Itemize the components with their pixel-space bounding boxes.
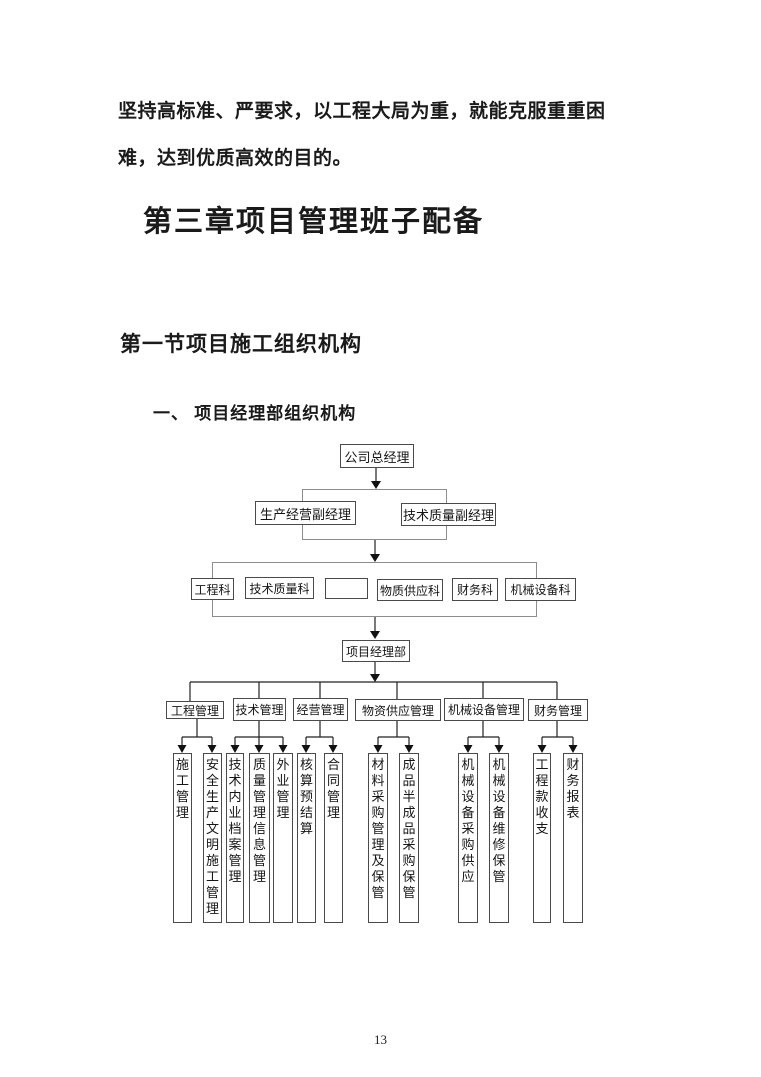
org-box-department	[325, 578, 368, 599]
org-box-department: 技术质量科	[245, 577, 314, 599]
org-box-management-group: 物资供应管理	[355, 699, 441, 721]
org-box-project-department: 项目经理部	[342, 640, 410, 662]
org-box-department: 机械设备科	[505, 578, 576, 601]
body-paragraph: 坚持高标准、严要求，以工程大局为重，就能克服重重困难，达到优质高效的目的。	[118, 101, 606, 169]
page-number: 13	[374, 1032, 387, 1047]
org-box-general-manager: 公司总经理	[340, 444, 414, 468]
org-box-function: 施工管理	[173, 753, 192, 923]
org-box-management-group: 机械设备管理	[444, 698, 524, 721]
org-box-management-group: 技术管理	[233, 698, 286, 721]
org-box-function: 安全生产文明施工管理	[203, 753, 222, 923]
org-box-department: 财务科	[452, 578, 498, 601]
org-box-function: 技术内业档案管理	[226, 753, 244, 923]
org-box-deputy-technical: 技术质量副经理	[401, 503, 496, 526]
org-box-department: 物质供应科	[377, 579, 443, 601]
org-box-function: 机械设备维修保管	[489, 753, 509, 923]
org-box-function: 财务报表	[563, 753, 583, 923]
org-box-management-group: 工程管理	[166, 701, 224, 719]
org-box-department: 工程科	[191, 578, 234, 600]
org-box-function: 工程款收支	[533, 753, 551, 923]
org-box-function: 机械设备采购供应	[458, 753, 478, 923]
org-box-function: 质量管理信息管理	[249, 753, 270, 923]
org-box-function: 材料采购管理及保管	[368, 753, 388, 923]
org-box-function: 核算预结算	[297, 753, 316, 923]
org-box-function: 合同管理	[324, 753, 343, 923]
org-box-function: 外业管理	[273, 753, 293, 923]
org-box-function: 成品半成品采购保管	[399, 753, 419, 923]
org-box-management-group: 财务管理	[528, 699, 588, 721]
org-box-management-group: 经营管理	[293, 698, 348, 721]
section-heading: 第一节项目施工组织机构	[120, 332, 362, 356]
list-item-heading: 一、 项目经理部组织机构	[153, 404, 357, 423]
chapter-heading: 第三章项目管理班子配备	[143, 206, 485, 238]
org-box-deputy-production: 生产经营副经理	[255, 501, 356, 525]
